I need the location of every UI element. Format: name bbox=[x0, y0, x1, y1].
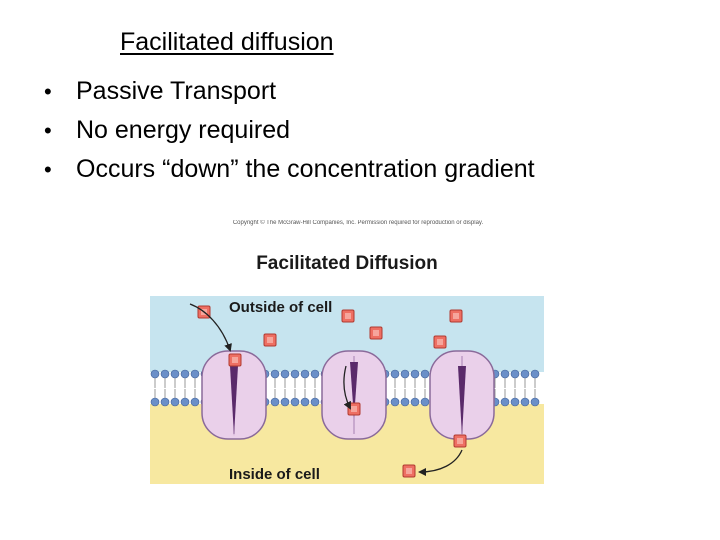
solute-molecule-icon bbox=[449, 309, 463, 323]
solute-molecule-icon bbox=[453, 434, 467, 448]
solute-molecule-icon bbox=[347, 402, 361, 416]
arrow-icon bbox=[343, 365, 351, 410]
outside-of-cell-label: Outside of cell bbox=[229, 299, 333, 316]
arrow-icon bbox=[418, 449, 463, 476]
inside-of-cell-label: Inside of cell bbox=[229, 466, 320, 483]
bullet-text: Occurs “down” the concentration gradient bbox=[76, 155, 535, 183]
transport-protein-1 bbox=[201, 350, 267, 440]
facilitated-diffusion-diagram bbox=[150, 296, 544, 484]
solute-molecule-icon bbox=[263, 333, 277, 347]
transport-protein-2 bbox=[321, 350, 387, 440]
bullet-text: No energy required bbox=[76, 116, 291, 144]
transport-protein-3 bbox=[429, 350, 495, 440]
bullet-passive-transport: • Passive Transport bbox=[44, 72, 535, 111]
solute-molecule-icon bbox=[341, 309, 355, 323]
solute-molecule-icon bbox=[433, 335, 447, 349]
bullet-text: Passive Transport bbox=[76, 77, 277, 105]
bullet-icon: • bbox=[44, 78, 52, 104]
arrow-icon bbox=[189, 303, 232, 352]
bullet-icon: • bbox=[44, 156, 52, 182]
bullet-concentration-gradient: • Occurs “down” the concentration gradie… bbox=[44, 150, 535, 189]
slide-title: Facilitated diffusion bbox=[120, 28, 334, 56]
bullet-no-energy: • No energy required bbox=[44, 111, 535, 150]
solute-molecule-icon bbox=[369, 326, 383, 340]
figure-title: Facilitated Diffusion bbox=[256, 253, 438, 274]
solute-molecule-icon bbox=[402, 464, 416, 478]
bullet-list: • Passive Transport • No energy required… bbox=[44, 72, 535, 189]
solute-molecule-icon bbox=[228, 353, 242, 367]
bullet-icon: • bbox=[44, 117, 52, 143]
figure-copyright: Copyright © The McGraw-Hill Companies, I… bbox=[232, 220, 484, 226]
